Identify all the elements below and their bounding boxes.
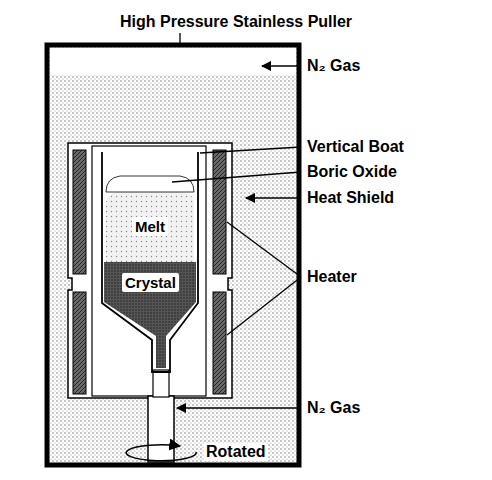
- rotation-shaft: [148, 396, 174, 462]
- leader-line: [227, 277, 301, 335]
- vessel-wall: [47, 45, 299, 465]
- part-label: Vertical Boat: [305, 138, 406, 156]
- melt-region-label: Melt: [132, 217, 168, 236]
- heater-bar: [213, 292, 226, 394]
- leader-lines: [172, 33, 301, 408]
- gas-label: N₂ Gas: [305, 57, 362, 75]
- leader-line: [172, 172, 301, 182]
- leader-line: [262, 65, 301, 66]
- gas-label: N₂ Gas: [305, 399, 362, 417]
- seed-holder: [153, 370, 169, 397]
- crystal-region-label: Crystal: [122, 273, 179, 292]
- vertical-boat: [102, 152, 198, 372]
- title-label: High Pressure Stainless Puller: [118, 13, 354, 31]
- region-text: Crystal: [122, 273, 179, 292]
- part-label: Heater: [305, 268, 359, 286]
- region-text: Melt: [132, 217, 168, 236]
- leader-line: [179, 33, 180, 44]
- leader-line: [200, 147, 301, 153]
- leader-line: [177, 407, 301, 408]
- vessel-fill: [49, 47, 297, 463]
- gas-space: [50, 48, 296, 75]
- part-label: Boric Oxide: [305, 163, 399, 181]
- leader-line: [246, 197, 301, 198]
- heater-bar: [213, 150, 226, 274]
- rotation-arrow: [126, 445, 196, 461]
- heater-bar: [73, 292, 86, 394]
- melt-region: [106, 192, 194, 262]
- part-label: Heat Shield: [305, 189, 396, 207]
- leader-line: [227, 222, 301, 277]
- heater-bar: [73, 150, 86, 274]
- heat-shield-cavity: [68, 143, 232, 398]
- motion-label: Rotated: [204, 443, 268, 461]
- inner-chamber: [92, 146, 206, 396]
- boric-oxide-layer: [106, 176, 194, 192]
